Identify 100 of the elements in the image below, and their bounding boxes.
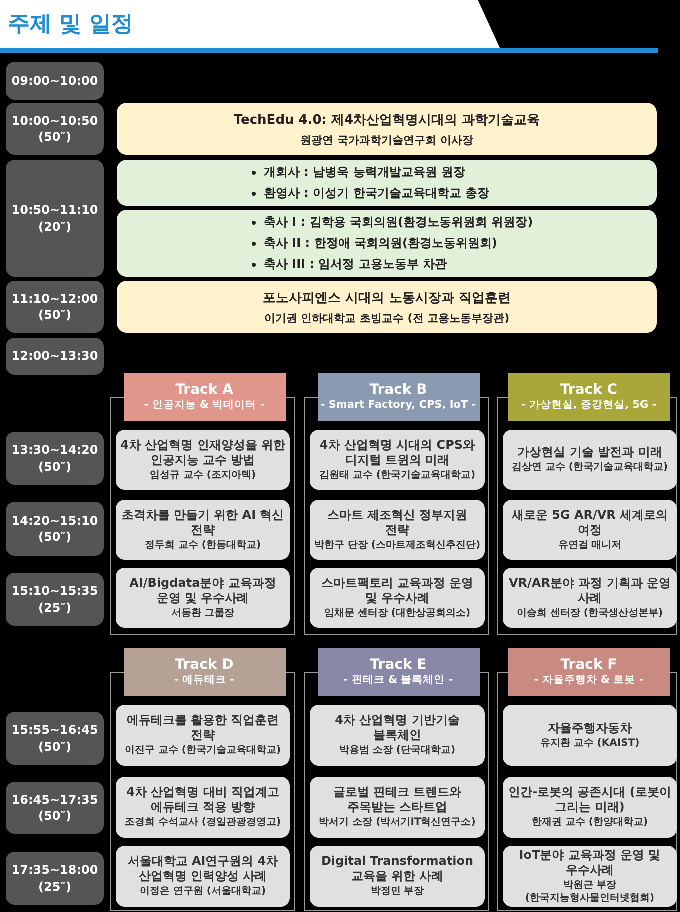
speaker-name: 박한구 단장 (스마트제조혁신추진단) xyxy=(314,540,481,552)
session-box xyxy=(503,430,677,490)
time-slot xyxy=(6,338,104,375)
keynote-box xyxy=(117,103,657,155)
time-label: 12:00~13:30 xyxy=(12,348,98,365)
track-subtitle: - 인공지능 & 빅데이터 - xyxy=(144,399,265,412)
track-title: Track E xyxy=(370,657,427,674)
greeting-line: 환영사 : 이성기 한국기술교육대학교 총장 xyxy=(264,185,490,202)
session-box xyxy=(503,846,677,907)
speaker-name: 자율주행자동차 xyxy=(548,720,632,736)
greeting-box xyxy=(117,160,657,206)
time-slot xyxy=(6,62,104,100)
time-label: (50″) xyxy=(38,307,72,324)
session-box xyxy=(116,846,290,907)
speaker-name: 스마트 제조혁신 정부지원 전략 xyxy=(326,508,469,538)
time-slot xyxy=(6,281,104,333)
speaker-name: 4차 산업혁명 시대의 CPS와 디지털 트윈의 미래 xyxy=(318,438,476,468)
speaker-name: VR/AR분야 과정 기획과 운영 사례 xyxy=(508,576,672,606)
speaker-name: 새로운 5G AR/VR 세계로의 여정 xyxy=(510,508,670,538)
time-label: 17:35~18:00 xyxy=(12,862,98,878)
speaker-name: 유연걸 매니저 xyxy=(558,540,622,552)
time-slot xyxy=(6,432,104,485)
speaker-name: 김상연 교수 (한국기술교육대학교) xyxy=(512,462,668,475)
time-slot xyxy=(6,160,104,277)
track-title: Track C xyxy=(560,382,618,400)
speaker-name: 임성규 교수 (조지아텍) xyxy=(150,470,256,482)
keynote-box xyxy=(117,281,657,333)
time-label: 14:20~15:10 xyxy=(12,512,98,529)
session-box xyxy=(116,430,290,490)
speaker-name: 가상현실 기술 발전과 미래 xyxy=(518,445,662,460)
time-label: 11:10~12:00 xyxy=(12,290,98,307)
greeting-line: 축사 I : 김학용 국회의원(환경노동위원회 위원장) xyxy=(264,214,534,231)
track-subtitle: - 자율주행차 & 로봇 - xyxy=(534,674,644,687)
speaker-name: Digital Transformation 교육을 위한 사례 xyxy=(320,854,475,884)
session-box xyxy=(503,568,677,628)
speaker-name: 박정민 부장 xyxy=(370,886,424,899)
greeting-line: 개회사 : 남병욱 능력개발교육원 원장 xyxy=(264,164,466,181)
speaker-name: 정두희 교수 (한동대학교) xyxy=(144,540,262,552)
track-title: Track A xyxy=(176,382,234,400)
speaker-name: 인간-로봇의 공존시대 (로봇이 그리는 미래) xyxy=(508,785,672,816)
track-title: Track B xyxy=(370,382,428,400)
talk-title: 4차 산업혁명 인재양성을 위한 인공지능 교수 방법 xyxy=(120,438,286,468)
time-label: (50″) xyxy=(38,738,72,755)
track-subtitle: - 핀테크 & 블록체인 - xyxy=(344,674,454,687)
session-box xyxy=(310,846,485,907)
greeting-line: 축사 III : 임서정 고용노동부 차관 xyxy=(264,256,448,273)
session-box xyxy=(310,777,485,838)
speaker-name: 조경희 수석교사 (경일관광경영고) xyxy=(124,817,282,830)
time-label: (25″) xyxy=(38,600,72,616)
speaker-name: 스마트팩토리 교육과정 운영 및 우수사례 xyxy=(320,576,475,606)
time-label: 10:00~10:50 xyxy=(12,112,98,129)
speaker-name: 4차 산업혁명 기반기술 블록체인 xyxy=(334,713,461,744)
speaker-name: 서동환 그룹장 xyxy=(171,608,235,620)
speaker-name: 이기권 인하대학교 초빙교수 (전 고용노동부장관) xyxy=(264,310,510,326)
time-label: (50″) xyxy=(38,529,72,546)
session-box xyxy=(116,705,290,766)
talk-title: TechEdu 4.0: 제4차산업혁명시대의 과학기술교육 xyxy=(234,112,540,128)
time-slot xyxy=(6,712,104,765)
speaker-name: 포노사피엔스 시대의 노동시장과 직업훈련 xyxy=(263,290,511,306)
time-label: (20″) xyxy=(38,218,72,235)
page-title: 주제 및 일정 xyxy=(8,11,134,39)
track-subtitle: - Smart Factory, CPS, IoT - xyxy=(320,399,476,412)
time-slot xyxy=(6,573,104,626)
session-box xyxy=(116,777,290,838)
track-subtitle: - 가상현실, 증강현실, 5G - xyxy=(521,399,657,412)
time-label: (50″) xyxy=(38,458,72,475)
speaker-name: AI/Bigdata분야 교육과정 운영 및 우수사례 xyxy=(128,576,278,606)
speaker-name: 박원근 부장(한국지능형사물인터넷협회) xyxy=(524,880,656,905)
track-title: Track F xyxy=(560,657,618,674)
speaker-name: 임채문 센터장 (대한상공회의소) xyxy=(324,608,471,620)
greeting-box xyxy=(117,210,657,277)
time-slot xyxy=(6,103,104,155)
speaker-name: 서울대학교 AI연구원의 4차 산업혁명 인력양성 사례 xyxy=(126,854,280,884)
speaker-name: 박서기 소장 (박서기IT혁신연구소) xyxy=(319,817,476,830)
time-slot xyxy=(6,852,104,905)
time-label: (50″) xyxy=(38,808,72,824)
time-label: 15:55~16:45 xyxy=(12,722,98,738)
session-box xyxy=(310,500,485,560)
greeting-line: 축사 II : 한정애 국회의원(환경노동위원회) xyxy=(264,235,498,252)
speaker-name: 글로벌 핀테크 트렌드와 주목받는 스타트업 xyxy=(332,785,463,816)
session-box xyxy=(503,777,677,838)
time-label: 13:30~14:20 xyxy=(12,442,98,458)
time-label: 09:00~10:00 xyxy=(12,72,98,90)
session-box xyxy=(116,500,290,560)
speaker-name: 한재권 교수 (한양대학교) xyxy=(532,817,648,830)
session-box xyxy=(310,568,485,628)
speaker-name: IoT분야 교육과정 운영 및 우수사례 xyxy=(518,848,662,878)
speaker-name: 원광연 국가과학기술연구회 이사장 xyxy=(300,132,474,148)
session-box xyxy=(503,500,677,560)
speaker-name: 4차 산업혁명 대비 직업계고 에듀테크 적용 방향 xyxy=(126,785,280,816)
time-label: 16:45~17:35 xyxy=(12,792,98,808)
speaker-name: 이정은 연구원 (서울대학교) xyxy=(140,886,266,899)
session-box xyxy=(116,568,290,628)
time-label: (25″) xyxy=(38,878,72,895)
session-box xyxy=(503,705,677,766)
speaker-name: 초격차를 만들기 위한 AI 혁신 전략 xyxy=(120,508,286,538)
time-slot xyxy=(6,782,104,834)
speaker-name: 이진구 교수 (한국기술교육대학교) xyxy=(124,745,282,758)
time-slot xyxy=(6,502,104,556)
time-label: (50″) xyxy=(38,129,72,146)
